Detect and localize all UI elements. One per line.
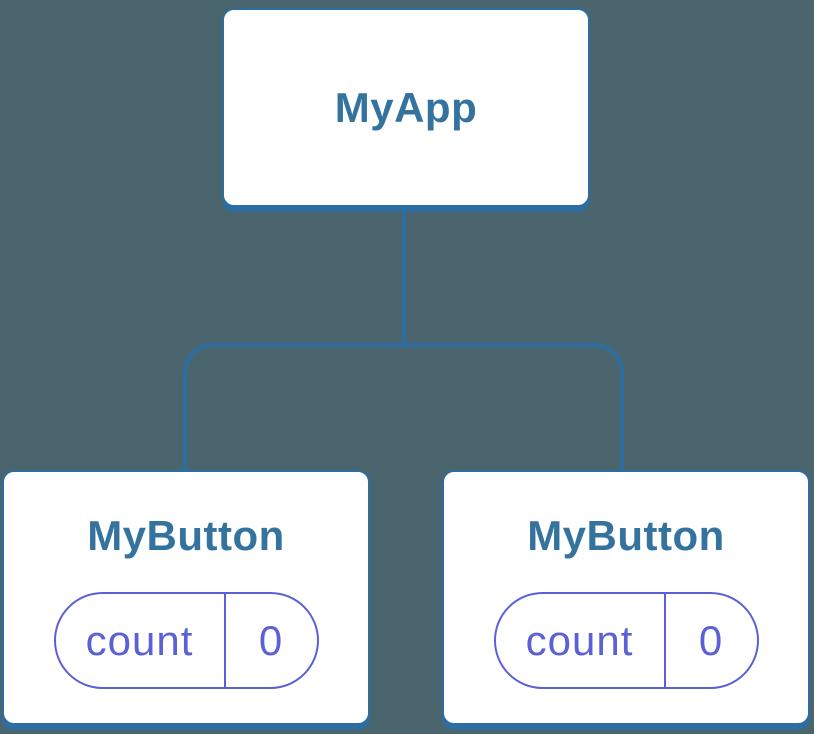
node-label: MyButton [527, 512, 725, 559]
connector-branch-bracket [183, 343, 624, 470]
state-value: 0 [223, 594, 317, 687]
node-label: MyButton [87, 512, 285, 559]
state-pill: count 0 [493, 592, 759, 689]
tree-node-root: MyApp [222, 8, 590, 207]
state-key: count [85, 616, 194, 664]
state-value: 0 [663, 594, 757, 687]
node-label: MyApp [334, 83, 478, 131]
tree-node-child-right: MyButton count 0 [442, 470, 810, 725]
tree-node-child-left: MyButton count 0 [2, 470, 370, 725]
connector-stem [402, 210, 406, 346]
state-key: count [525, 616, 634, 664]
state-pill: count 0 [53, 592, 319, 689]
